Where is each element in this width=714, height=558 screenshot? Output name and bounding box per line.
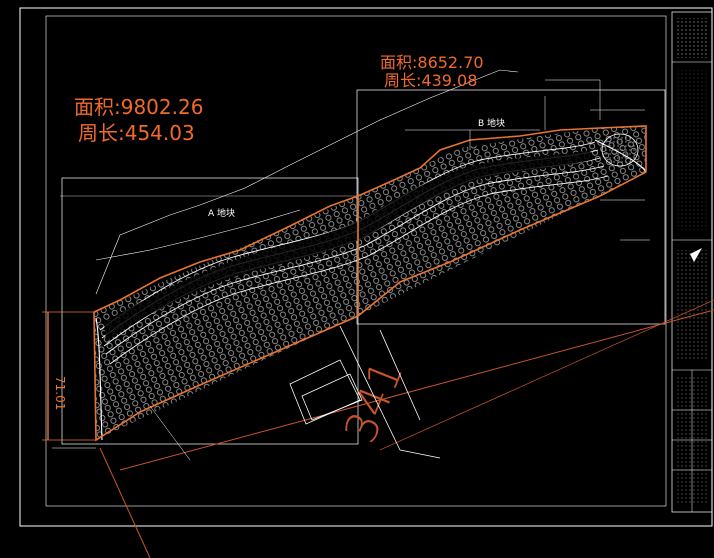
annotation-leaders — [52, 79, 650, 461]
zone-b-label: B 地块 — [478, 117, 505, 129]
lot-b-area-label: 面积:8652.70 — [380, 53, 484, 72]
long-dimension-label: 341 — [335, 353, 414, 450]
lot-a-perimeter-label: 周长:454.03 — [78, 121, 195, 145]
long-dimension — [99, 299, 714, 558]
lot-a-area-label: 面积:9802.26 — [74, 95, 203, 119]
lot-a-west-face — [95, 317, 103, 441]
north-arrow-icon — [690, 248, 702, 262]
reference-lines — [60, 69, 519, 295]
left-dimension-label: 71.01 — [53, 376, 67, 410]
title-block — [671, 11, 713, 513]
left-dimension — [42, 311, 96, 441]
inner-frame — [45, 15, 667, 507]
site-boundary — [93, 125, 647, 442]
section-cut-boxes — [289, 325, 441, 459]
lot-b-perimeter-label: 周长:439.08 — [384, 71, 477, 90]
lot-b — [358, 126, 646, 316]
pile-cluster — [601, 133, 639, 167]
zone-a-label: A 地块 — [208, 207, 235, 219]
